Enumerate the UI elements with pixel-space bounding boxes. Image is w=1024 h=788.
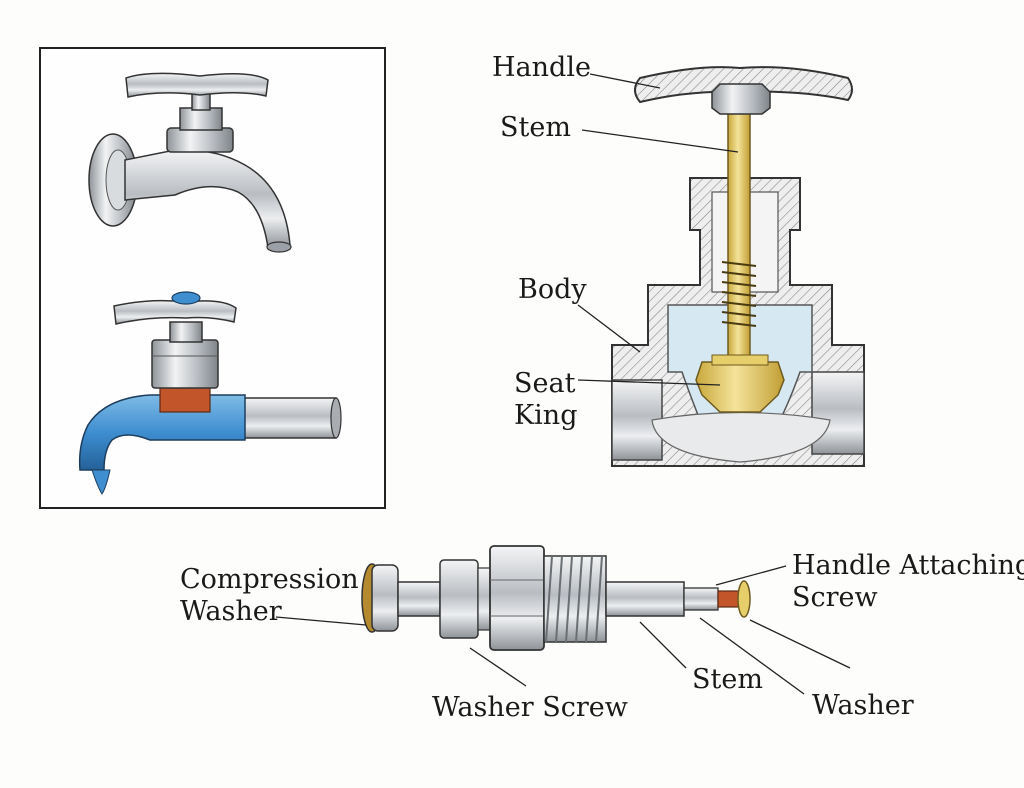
label-washer: Washer — [812, 690, 914, 721]
label-washer-screw: Washer Screw — [432, 692, 628, 723]
label-stem-valve: Stem — [500, 112, 571, 143]
label-handle: Handle — [492, 52, 591, 83]
label-body: Body — [518, 274, 587, 305]
label-handle-attaching-screw: Handle Attaching Screw — [792, 550, 1024, 613]
label-compression-washer: Compression Washer — [180, 564, 359, 627]
blue-faucet-illustration — [78, 291, 342, 495]
label-stem-assembly: Stem — [692, 664, 763, 695]
chrome-faucet-illustration — [88, 72, 292, 253]
leader-lines — [275, 73, 851, 695]
label-seat: Seat King — [514, 368, 578, 431]
stem-assembly — [361, 545, 751, 651]
valve-cross-section — [611, 66, 865, 467]
